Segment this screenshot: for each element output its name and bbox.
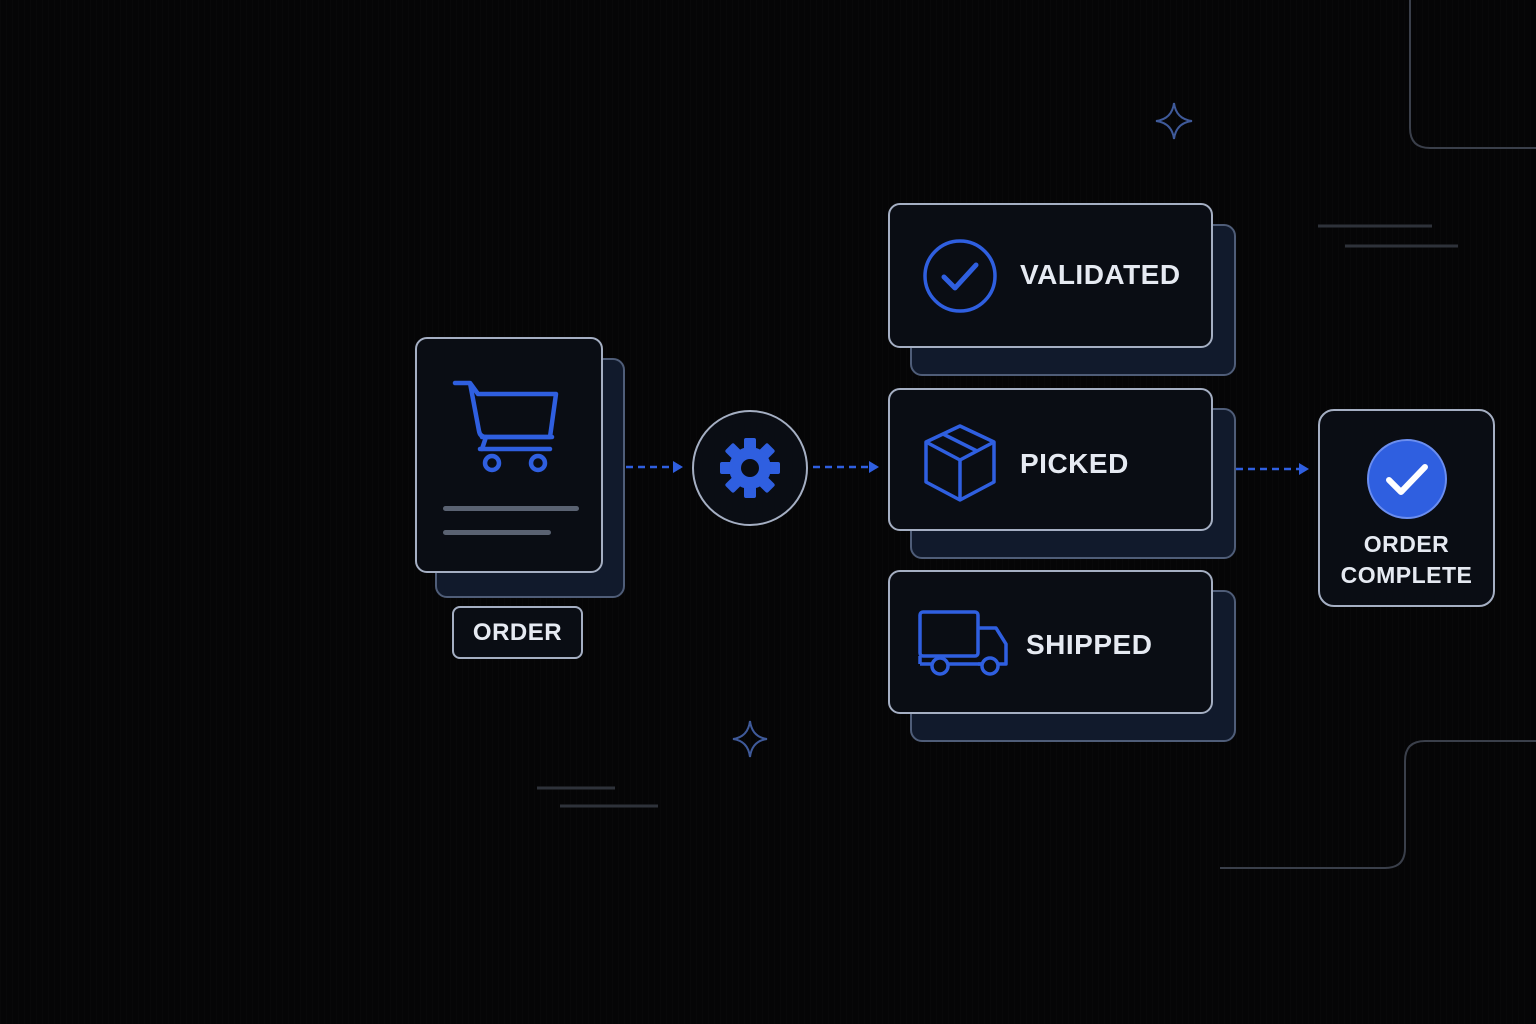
package-box-icon <box>924 424 996 502</box>
document-line <box>443 506 579 511</box>
shipped-card: SHIPPED <box>888 570 1213 714</box>
gear-icon <box>720 438 780 498</box>
shopping-cart-icon <box>452 380 559 473</box>
order-label: ORDER <box>452 606 583 659</box>
order-complete-label-line1: ORDER <box>1363 531 1450 557</box>
bottom-right-corner-bracket <box>1220 740 1536 869</box>
order-complete-label: ORDER COMPLETE <box>1320 529 1493 591</box>
delivery-truck-icon <box>918 610 1008 676</box>
validated-label: VALIDATED <box>1020 259 1181 290</box>
validated-card: VALIDATED <box>888 203 1213 348</box>
check-circle-icon <box>923 239 997 313</box>
picked-card: PICKED <box>888 388 1213 531</box>
process-node <box>692 410 808 526</box>
sparkle-icon <box>1155 102 1193 140</box>
sparkle-icon <box>732 720 768 758</box>
order-complete-node: ORDER COMPLETE <box>1318 409 1495 607</box>
order-card <box>415 337 603 573</box>
document-line <box>443 530 551 535</box>
shipped-label: SHIPPED <box>1026 629 1153 660</box>
picked-label: PICKED <box>1020 448 1129 479</box>
top-right-corner-bracket <box>1409 0 1536 149</box>
order-complete-label-line2: COMPLETE <box>1340 562 1473 588</box>
check-badge-icon <box>1367 439 1447 519</box>
